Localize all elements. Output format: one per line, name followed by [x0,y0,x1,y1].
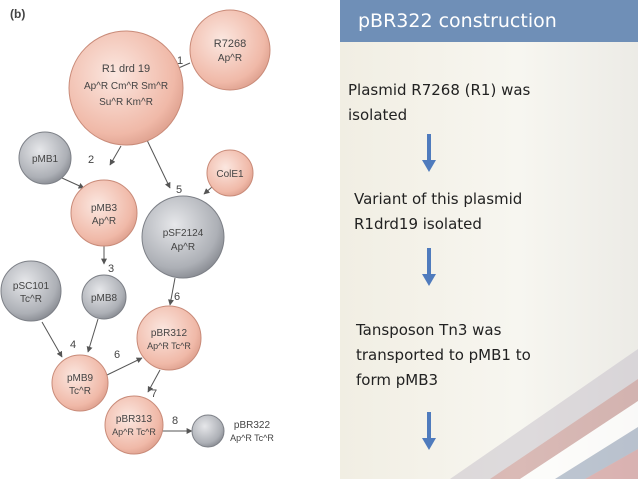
edge-pbr312-pbr313 [147,369,161,393]
background-decoration [450,349,638,479]
node-r1drd19-label: R1 drd 19 [102,63,150,75]
edge-r1drd19-psf2124 [145,137,171,189]
node-r1drd19-resistance-2: Su^R Km^R [99,97,153,108]
edge-label-3: 3 [108,263,114,275]
node-pbr312-resistance: Ap^R Tc^R [147,341,191,351]
panel-label: (b) [10,7,25,21]
node-cole1-circle [206,149,254,197]
node-psf2124: pSF2124 Ap^R [141,195,225,279]
step-1-text: Plasmid R7268 (R1) was isolated [348,81,531,124]
node-r7268-label: R7268 [214,38,246,50]
edge-label-6b: 6 [114,349,120,361]
node-pbr322-circle [191,414,225,448]
edge-label-7: 7 [151,388,157,400]
node-pmb9: pMB9 Tc^R [51,354,109,412]
edge-pmb9-pbr312 [106,357,143,376]
node-psf2124-circle [141,195,225,279]
step-2-text: Variant of this plasmid R1drd19 isolated [354,190,523,233]
step-3-text: Tansposon Tn3 was transported to pMB1 to… [356,321,531,389]
edge-psf2124-pbr312 [168,277,176,306]
node-pmb1-circle [18,131,72,185]
node-pmb3: pMB3 Ap^R [70,179,138,247]
node-cole1-label: ColE1 [216,169,244,180]
node-r7268-circle [189,9,271,91]
node-pmb1-label: pMB1 [32,154,59,165]
node-pmb8-label: pMB8 [91,293,118,304]
node-pmb1: pMB1 [18,131,72,185]
node-pmb8: pMB8 [81,274,127,320]
node-pbr312: pBR312 Ap^R Tc^R [136,305,202,371]
node-pbr313-label: pBR313 [116,414,153,425]
node-r7268-resistance: Ap^R [218,53,242,64]
edge-psc101-pmb9 [41,321,63,358]
node-pmb3-label: pMB3 [91,203,118,214]
node-pbr322-label: pBR322 [234,420,271,431]
right-panel: pBR322 construction Plasmid R7268 (R1) w… [340,0,638,479]
down-arrow-icon [422,248,436,286]
edge-label-8: 8 [172,415,178,427]
edge-pmb1-pmb3 [61,177,85,189]
node-pmb9-resistance: Tc^R [69,386,91,397]
down-arrow-icon [422,412,436,450]
node-pmb3-resistance: Ap^R [92,216,116,227]
node-pbr312-circle [136,305,202,371]
edge-pmb8-pmb9 [86,318,99,353]
node-pbr313: pBR313 Ap^R Tc^R [104,395,164,455]
plasmid-lineage-diagram: (b) 1 2 3 4 5 6 6 7 8 R7268 Ap^R R1 drd … [0,7,274,455]
node-r1drd19: R1 drd 19 Ap^R Cm^R Sm^R Su^R Km^R [68,30,184,146]
edge-r1drd19-pmb3 [109,145,122,166]
node-pmb9-circle [51,354,109,412]
edge-label-2: 2 [88,154,94,166]
node-r1drd19-resistance-1: Ap^R Cm^R Sm^R [84,81,168,92]
edge-label-6a: 6 [174,291,180,303]
edge-label-1: 1 [177,55,183,67]
node-pmb8-circle [81,274,127,320]
node-pbr312-label: pBR312 [151,328,188,339]
node-pmb9-label: pMB9 [67,373,94,384]
node-psc101: pSC101 Tc^R [0,260,62,322]
panel-title: pBR322 construction [340,0,638,42]
edge-cole1-psf2124 [203,186,213,195]
node-pbr313-circle [104,395,164,455]
node-psf2124-resistance: Ap^R [171,242,195,253]
edges [41,62,213,434]
node-psc101-label: pSC101 [13,281,50,292]
node-pbr313-resistance: Ap^R Tc^R [112,427,156,437]
edge-labels: 1 2 3 4 5 6 6 7 8 [70,55,183,427]
edge-label-5: 5 [176,184,182,196]
node-psf2124-label: pSF2124 [163,228,204,239]
node-pbr322-resistance: Ap^R Tc^R [230,433,274,443]
node-psc101-resistance: Tc^R [20,294,42,305]
node-pbr322: pBR322 Ap^R Tc^R [191,414,274,448]
node-psc101-circle [0,260,62,322]
edge-label-4: 4 [70,339,76,351]
node-cole1: ColE1 [206,149,254,197]
down-arrow-icon [422,134,436,172]
node-r7268: R7268 Ap^R [189,9,271,91]
node-r1drd19-circle [68,30,184,146]
node-pmb3-circle [70,179,138,247]
